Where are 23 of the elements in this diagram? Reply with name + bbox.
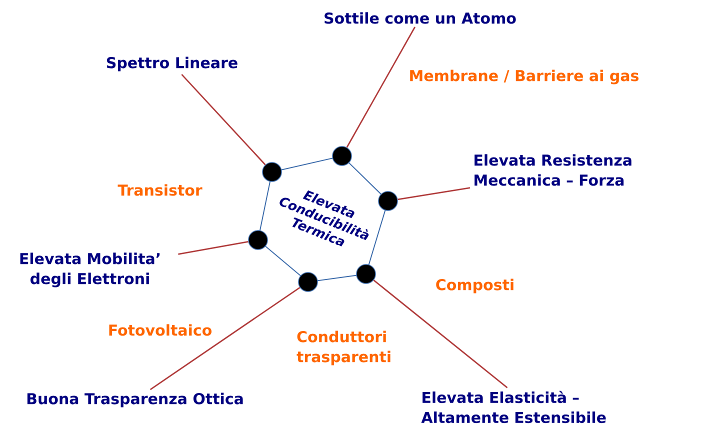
text-label: Elevata Mobilita’ degli Elettroni xyxy=(20,252,160,288)
dot xyxy=(298,272,318,292)
text-label: Elevata Resistenza Meccanica – Forza xyxy=(474,154,632,186)
dot xyxy=(262,162,282,182)
text-label: Fotovoltaico xyxy=(109,324,212,336)
dot xyxy=(356,264,376,284)
text-label: Membrane / Barriere ai gas xyxy=(410,70,639,84)
dot xyxy=(378,191,398,211)
text-label: Sottile come un Atomo xyxy=(324,12,516,24)
text-label: Conduttori trasparenti xyxy=(296,330,390,366)
connector-line xyxy=(181,74,266,166)
dot xyxy=(332,146,352,166)
connector-line xyxy=(178,241,248,255)
connector-line xyxy=(150,286,300,390)
text-label: Transistor xyxy=(118,184,202,196)
connector-line xyxy=(346,26,416,148)
text-label: Elevata Elasticità – Altamente Estensibile xyxy=(421,390,606,424)
text-label: Buona Trasparenza Ottica xyxy=(27,392,243,408)
text-label: Spettro Lineare xyxy=(106,56,238,72)
connector-line xyxy=(398,187,470,200)
dot xyxy=(248,230,268,250)
text-label: Composti xyxy=(436,278,514,294)
connector-line xyxy=(373,280,508,388)
